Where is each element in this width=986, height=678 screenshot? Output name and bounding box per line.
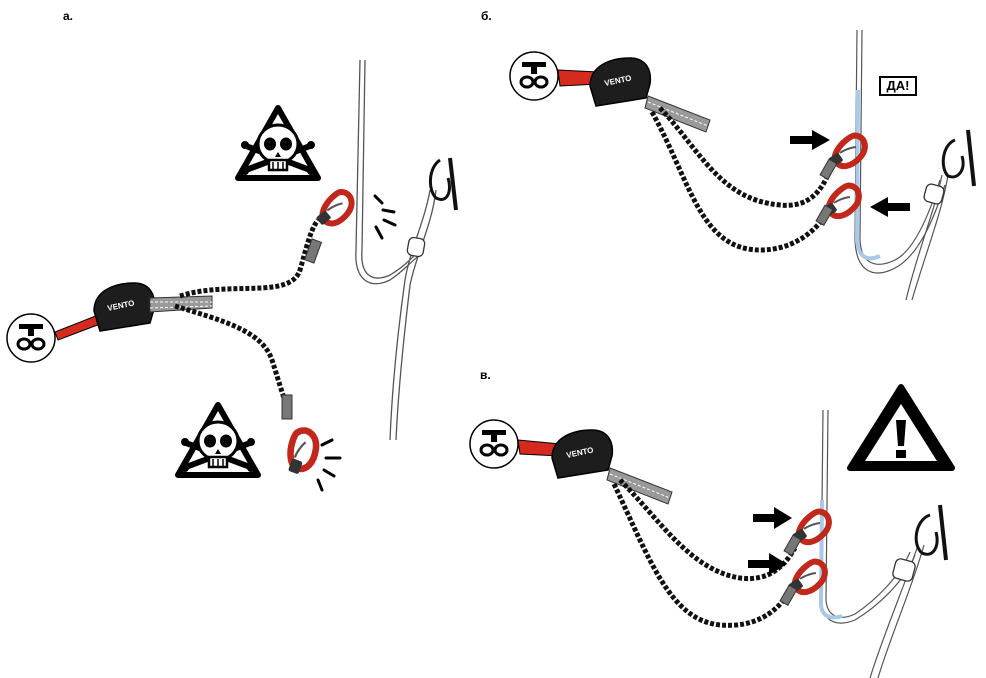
panel-b-illustration: VENTO [508,29,976,301]
panel-label-a: а. [63,9,74,23]
arrow-icon-b-upper [790,130,830,150]
panel-label-b: б. [481,9,492,23]
arrow-icon-c-upper [753,507,792,529]
panel-label-c: в. [480,368,491,382]
danger-icon-lower [178,405,258,475]
panel-c-illustration: VENTO [468,384,955,678]
danger-icon-upper [238,108,318,178]
arrow-icon-b-lower [870,197,910,217]
warning-icon [847,384,955,471]
yes-badge: ДА! [879,76,917,96]
arrow-icon-c-lower [748,553,787,575]
panel-a-illustration: VENTO [5,59,458,492]
